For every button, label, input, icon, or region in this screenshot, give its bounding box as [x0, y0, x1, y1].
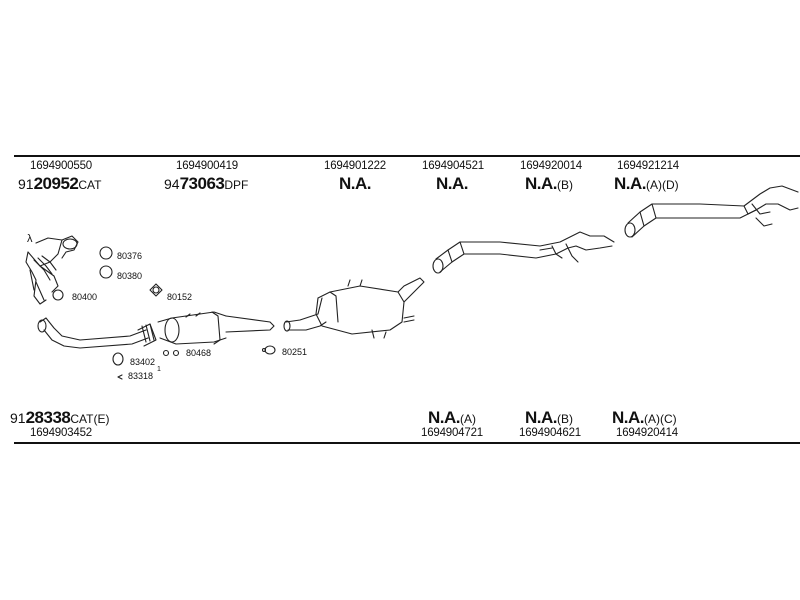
top-code-3-main: N.A.: [339, 174, 372, 193]
part-label-83318: 83318: [128, 371, 154, 381]
bottom-code-4: N.A.(A): [428, 408, 476, 428]
bottom-code-6: N.A.(A)(C): [612, 408, 677, 428]
top-code-5-suffix: (B): [557, 178, 573, 192]
part-number-top-3: 1694901222: [324, 160, 386, 172]
bottom-code-1-main: 28338: [25, 408, 71, 427]
part-number-bottom-6: 1694920414: [616, 427, 678, 439]
top-code-4: N.A.: [436, 174, 469, 194]
top-code-1: 9120952CAT: [18, 174, 101, 194]
top-code-1-suffix: CAT: [78, 178, 102, 192]
bottom-rule: [14, 442, 800, 444]
bottom-code-1-prefix: 91: [10, 410, 26, 426]
top-code-6-suffix: (A)(D): [646, 178, 679, 192]
bottom-code-6-main: N.A.: [612, 408, 645, 427]
part-label-80380: 80380: [117, 271, 143, 281]
top-code-2-prefix: 94: [164, 176, 180, 192]
dpf-unit: [157, 311, 275, 345]
top-code-6: N.A.(A)(D): [614, 174, 679, 194]
middle-silencer: [283, 277, 425, 339]
bottom-code-4-suffix: (A): [460, 412, 476, 426]
bottom-code-4-main: N.A.: [428, 408, 461, 427]
bottom-code-6-suffix: (A)(C): [644, 412, 677, 426]
part-number-bottom-5: 1694904621: [519, 427, 581, 439]
front-catalytic-converter: [25, 235, 79, 305]
part-label-83318-sup: 1: [157, 366, 161, 373]
part-label-83402: 83402: [130, 357, 156, 367]
top-code-2-main: 73063: [179, 174, 225, 193]
top-code-4-main: N.A.: [436, 174, 469, 193]
part-label-80400: 80400: [72, 292, 98, 302]
top-rule: [14, 155, 800, 157]
part-label-80251: 80251: [282, 347, 308, 357]
part-label-80376: 80376: [117, 251, 143, 261]
bottom-code-5-main: N.A.: [525, 408, 558, 427]
top-code-2-suffix: DPF: [224, 178, 249, 192]
part-number-top-4: 1694904521: [422, 160, 484, 172]
bottom-code-5: N.A.(B): [525, 408, 573, 428]
gaskets: [52, 246, 276, 380]
part-number-bottom-1: 1694903452: [30, 427, 92, 439]
part-number-top-1: 1694900550: [30, 160, 92, 172]
part-number-bottom-4: 1694904721: [421, 427, 483, 439]
tail-pipe: [624, 185, 799, 238]
bottom-code-5-suffix: (B): [557, 412, 573, 426]
top-code-3: N.A.: [339, 174, 372, 194]
part-label-80468: 80468: [186, 348, 212, 358]
top-code-1-main: 20952: [33, 174, 79, 193]
bottom-code-1-suffix: CAT(E): [70, 412, 110, 426]
top-code-5-main: N.A.: [525, 174, 558, 193]
top-code-5: N.A.(B): [525, 174, 573, 194]
rear-pipe: [432, 231, 615, 274]
front-pipe: [37, 317, 157, 349]
top-code-1-prefix: 91: [18, 176, 34, 192]
bottom-code-1: 9128338CAT(E): [10, 408, 109, 428]
lambda-symbol: λ: [27, 233, 33, 245]
part-number-top-5: 1694920014: [520, 160, 582, 172]
part-number-top-2: 1694900419: [176, 160, 238, 172]
part-label-80152: 80152: [167, 292, 193, 302]
top-code-6-main: N.A.: [614, 174, 647, 193]
top-code-2: 9473063DPF: [164, 174, 248, 194]
part-number-top-6: 1694921214: [617, 160, 679, 172]
